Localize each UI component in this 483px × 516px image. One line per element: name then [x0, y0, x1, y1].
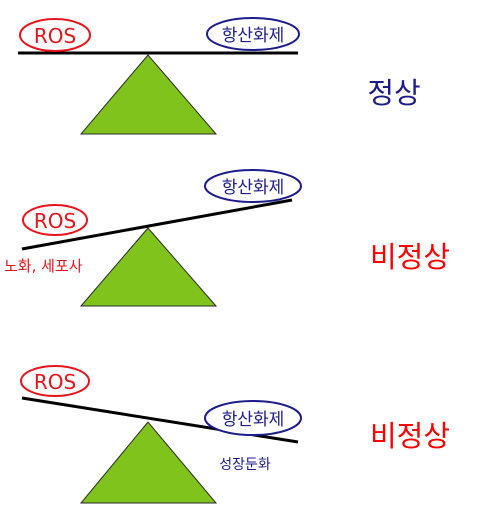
state-label: 정상 [367, 76, 420, 110]
antioxidant-ellipse [204, 169, 302, 203]
ros-ellipse [22, 204, 88, 236]
antioxidant-label: 항산화제 [222, 26, 285, 46]
effect-label: 노화, 세포사 [4, 257, 83, 275]
antioxidant-ellipse [204, 400, 302, 436]
state-label: 비정상 [370, 419, 450, 453]
antioxidant-label: 항산화제 [222, 410, 285, 430]
state-label: 비정상 [370, 240, 450, 274]
balance-beam [21, 198, 293, 251]
ros-ellipse [19, 18, 91, 52]
ros-ellipse [20, 365, 90, 397]
fulcrum-triangle [79, 227, 218, 307]
effect-label: 성장둔화 [219, 457, 271, 473]
antioxidant-ellipse [206, 17, 300, 51]
panel-abnormal-ros-excess: ROS 항산화제 노화, 세포사 비정상 [4, 169, 450, 307]
panel-abnormal-antioxidant-excess: ROS 항산화제 성장둔화 비정상 [20, 365, 450, 504]
fulcrum-triangle [79, 421, 218, 504]
panel-normal: ROS 항산화제 정상 [18, 17, 421, 135]
antioxidant-label: 항산화제 [222, 178, 285, 198]
ros-label: ROS [34, 209, 76, 233]
ros-label: ROS [34, 24, 76, 48]
fulcrum-triangle [79, 54, 218, 135]
ros-label: ROS [34, 370, 76, 394]
